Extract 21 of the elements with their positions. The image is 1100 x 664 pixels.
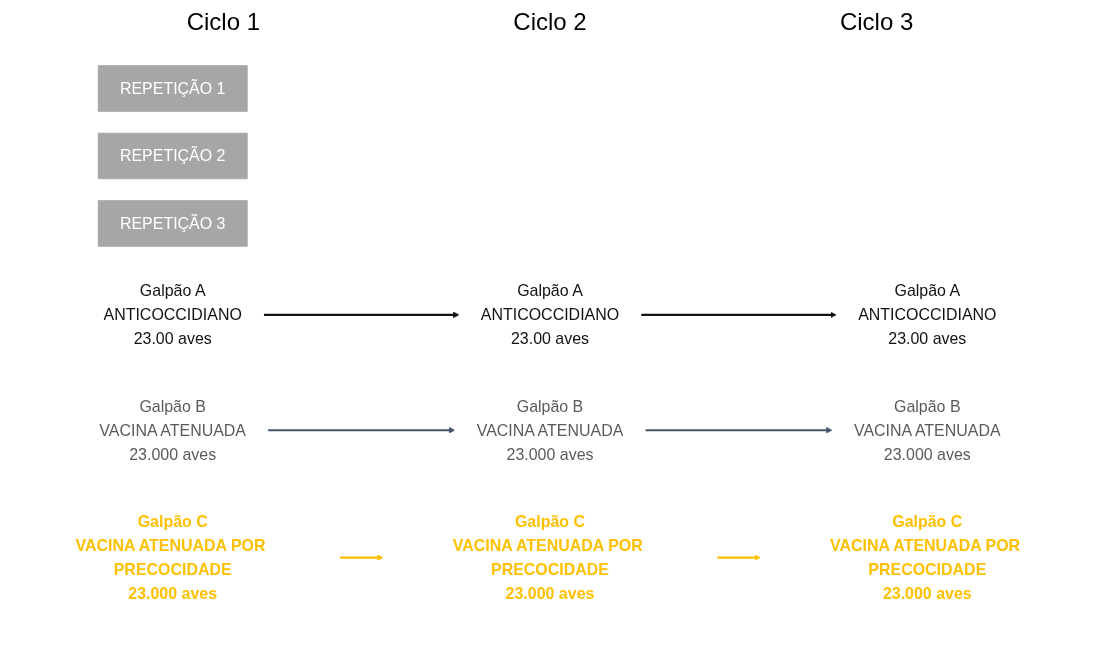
node-text: Galpão C VACINA ATENUADA POR PRECOCIDADE 23.000 aves — [75, 512, 266, 603]
node-box: REPETIÇÃO 3 — [97, 200, 248, 247]
node-text: Galpão B VACINA ATENUADA 23.000 aves — [476, 397, 624, 464]
column-heading: Ciclo 1 — [186, 8, 260, 36]
node-text: Galpão A ANTICOCCIDIANO 23.00 aves — [103, 281, 242, 348]
column-heading: Ciclo 3 — [839, 8, 914, 36]
node-box: REPETIÇÃO 1 — [97, 65, 248, 112]
node-text: Galpão B VACINA ATENUADA 23.000 aves — [99, 397, 247, 464]
arrow — [640, 311, 837, 319]
arrow — [263, 311, 460, 319]
arrow — [645, 427, 833, 434]
node-text: Galpão C VACINA ATENUADA POR PRECOCIDADE 23.000 aves — [830, 512, 1021, 603]
arrow — [716, 554, 761, 561]
node-text: Galpão A ANTICOCCIDIANO 23.00 aves — [858, 281, 997, 348]
node-text: Galpão C VACINA ATENUADA POR PRECOCIDADE 23.000 aves — [452, 512, 643, 603]
arrow — [339, 554, 384, 561]
node-box: REPETIÇÃO 2 — [97, 132, 248, 180]
node-text: Galpão A ANTICOCCIDIANO 23.00 aves — [480, 281, 620, 348]
node-text: Galpão B VACINA ATENUADA 23.000 aves — [853, 397, 1001, 464]
column-heading: Ciclo 2 — [513, 8, 587, 36]
arrow — [267, 427, 456, 434]
